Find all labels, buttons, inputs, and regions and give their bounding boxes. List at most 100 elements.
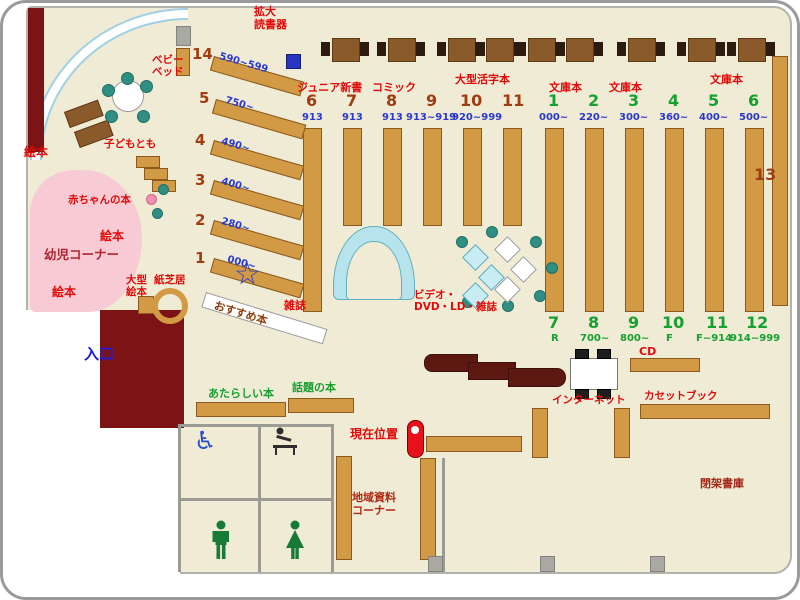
reading-table — [738, 38, 766, 62]
magazine-rack-arc-inner — [346, 241, 402, 300]
shelf-col-g6 — [745, 128, 764, 312]
av-table — [494, 236, 521, 263]
range-300: 300~ — [619, 112, 649, 123]
shelf-number-g8: 8 — [588, 313, 600, 332]
chair — [321, 42, 330, 56]
chair — [377, 42, 386, 56]
chair — [656, 42, 665, 56]
chair — [437, 42, 446, 56]
range-f-914: F~914 — [696, 333, 733, 344]
label-internet: インターネット — [552, 394, 626, 406]
chair — [360, 42, 369, 56]
shelf-number-d3: 3 — [195, 171, 206, 189]
chair-dot — [152, 208, 163, 219]
chair — [416, 42, 425, 56]
internet-chair — [597, 389, 611, 399]
label-infant-corner: 幼児コーナー — [44, 247, 120, 262]
shelf-col-7 — [343, 128, 362, 226]
label-entrance: 入口 — [84, 345, 115, 363]
reading-table — [528, 38, 556, 62]
label-bunko-1: 文庫本 — [549, 81, 582, 94]
range-f: F — [666, 333, 673, 344]
reading-table — [332, 38, 360, 62]
entrance-wall-block — [100, 310, 184, 428]
label-current-location: 現在位置 — [350, 427, 399, 441]
av-booth — [462, 244, 489, 271]
chair-dot — [486, 226, 498, 238]
label-baby-books: 赤ちゃんの本 — [68, 194, 131, 206]
shelf-number-g6: 6 — [748, 91, 760, 110]
range-360: 360~ — [659, 112, 689, 123]
range-r: R — [551, 333, 559, 344]
label-closed-stacks: 閉架書庫 — [700, 477, 744, 490]
shelf-col-g2 — [585, 128, 604, 312]
pillar — [650, 556, 665, 572]
chair-dot — [534, 290, 546, 302]
range-913-919: 913~919 — [406, 112, 457, 123]
current-location-marker — [407, 420, 424, 458]
vshelf-2 — [614, 408, 630, 458]
wheelchair-icon: ♿ — [194, 426, 217, 455]
shelf-number-14: 14 — [192, 45, 213, 63]
range-700: 700~ — [580, 333, 610, 344]
star-icon: ☆ — [234, 257, 261, 292]
label-large-ehon: 大型 絵本 — [126, 274, 147, 299]
female-toilet-icon — [286, 520, 304, 559]
label-ehon-1: 絵本 — [24, 145, 49, 159]
shelf-number-d2: 2 — [195, 211, 206, 229]
shelf-number-8: 8 — [386, 91, 398, 110]
outside-area-bottom — [26, 426, 180, 574]
reading-table — [688, 38, 716, 62]
label-ehon-2: 絵本 — [100, 229, 125, 243]
chair — [766, 42, 775, 56]
range-400: 400~ — [699, 112, 729, 123]
label-video-dvd: ビデオ・ DVD・LD・雑誌 — [414, 289, 497, 314]
internet-chair — [575, 389, 589, 399]
wall-toilet-mid-v2 — [258, 498, 261, 572]
baby-change-icon — [273, 427, 297, 455]
shelf-col-g3 — [625, 128, 644, 312]
chair — [475, 42, 484, 56]
magnifier-device — [286, 54, 301, 69]
label-cassette-book: カセットブック — [644, 390, 718, 402]
reading-table — [566, 38, 594, 62]
chair-dot — [105, 110, 118, 123]
internet-chair — [597, 349, 611, 359]
local-right-shelf — [420, 458, 436, 560]
label-bunko-3: 文庫本 — [710, 73, 743, 86]
chair-dot — [158, 184, 169, 195]
topic-books-shelf — [288, 398, 354, 413]
shelf-col-g1 — [545, 128, 564, 312]
pillar — [176, 26, 191, 46]
shelf-number-g10: 10 — [662, 313, 685, 332]
kamishibai-ring — [152, 288, 188, 324]
shelf-13 — [772, 56, 788, 306]
label-bunko-2: 文庫本 — [609, 81, 642, 94]
chair — [677, 42, 686, 56]
chair-dot — [121, 72, 134, 85]
label-ehon-3: 絵本 — [52, 285, 77, 299]
shelf-number-10: 10 — [460, 91, 483, 110]
chair-dot — [530, 236, 542, 248]
shelf-number-d5: 5 — [199, 89, 210, 107]
label-baby-bed: ベビー ベッド — [152, 54, 184, 79]
shelf-col-11 — [503, 128, 522, 226]
label-kodomo-tomo: 子どもとも — [104, 138, 157, 150]
chair — [727, 42, 736, 56]
label-large-print-books: 大型活字本 — [455, 73, 510, 86]
wall-local-right — [442, 458, 445, 572]
chair — [594, 42, 603, 56]
range-220: 220~ — [579, 112, 609, 123]
step-1 — [136, 156, 160, 168]
shelf-number-d1: 1 — [195, 249, 206, 267]
range-800: 800~ — [620, 333, 650, 344]
label-kamishibai: 紙芝居 — [154, 274, 186, 286]
wall-toilet-mid-v1 — [258, 424, 261, 501]
shelf-number-g2: 2 — [588, 91, 600, 110]
label-topic-books: 話題の本 — [292, 381, 336, 394]
internet-table — [570, 358, 618, 390]
range-913-c: 913 — [382, 112, 403, 123]
range-920-999: 920~999 — [452, 112, 503, 123]
